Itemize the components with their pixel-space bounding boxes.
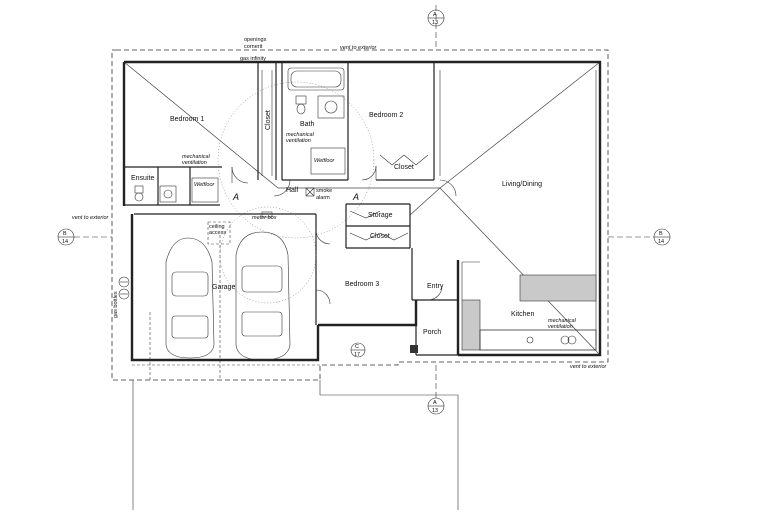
smoke-alarm-icon <box>305 187 315 197</box>
basin-icon <box>317 95 345 119</box>
room-label-living: Living/Dining <box>502 181 542 188</box>
note-gas-infinity: gas infinity <box>240 56 266 62</box>
section-marker-porch-sheet: 17 <box>354 352 360 358</box>
dimension-circles <box>217 81 375 304</box>
section-marker-right-sheet: 14 <box>658 239 664 245</box>
note-wetfloor-bath: Wetfloor <box>314 158 336 164</box>
section-marker-left: B 14 <box>57 228 112 246</box>
note-ceiling-access-1: ceiling <box>209 224 225 230</box>
porch-marker <box>410 345 418 353</box>
note-smoke-alarm-2: alarm <box>316 195 330 201</box>
gas-bottles-icon <box>118 276 130 300</box>
note-ceiling-access-2: access <box>209 230 226 236</box>
note-mech-vent-bath-1: mechanical <box>286 132 315 138</box>
driveway <box>132 380 459 510</box>
exterior-walls <box>122 60 602 362</box>
section-marker-bottom: A 13 <box>427 365 445 415</box>
ensuite-basin-icon <box>159 185 177 203</box>
note-mech-vent-ensuite-1: mechanical <box>182 154 211 160</box>
ceiling-access-icon <box>207 221 231 245</box>
note-vent-left: vent to exterior <box>72 215 110 221</box>
section-marker-left-sheet: 14 <box>62 239 68 245</box>
room-label-porch: Porch <box>423 329 441 336</box>
section-marker-top-letter: A <box>433 12 437 18</box>
room-label-kitchen: Kitchen <box>511 311 534 318</box>
car-left-icon <box>165 237 215 359</box>
room-label-bath: Bath <box>300 121 315 128</box>
room-label-closet-bed2: Closet <box>394 164 414 171</box>
note-gas-bottles: gas bottles <box>113 291 119 318</box>
note-openings-1: openings <box>244 37 267 43</box>
section-marker-porch-letter: C <box>355 344 359 350</box>
door-swings <box>231 154 457 305</box>
room-label-ensuite: Ensuite <box>131 175 154 182</box>
note-mech-vent-bath-2: ventilation <box>286 138 311 144</box>
bathtub-icon <box>287 67 345 91</box>
kitchen-bench <box>461 261 597 351</box>
section-marker-bottom-letter: A <box>433 400 437 406</box>
note-mech-vent-ensuite-2: ventilation <box>182 160 207 166</box>
car-right-icon <box>235 231 291 361</box>
section-marker-top-sheet: 13 <box>432 20 438 26</box>
meter-box-icon <box>261 211 273 218</box>
section-letter-a-right: A <box>352 192 359 202</box>
room-label-hall: Hall <box>286 187 299 194</box>
note-vent-bottom: vent to exterior <box>570 364 608 370</box>
note-mech-vent-kitchen-2: ventilation <box>548 324 573 330</box>
interior-walls <box>124 62 458 356</box>
section-marker-bottom-sheet: 13 <box>432 408 438 414</box>
section-marker-top: A 13 <box>427 5 445 50</box>
ensuite-toilet-icon <box>134 185 144 202</box>
room-label-closet-bed1: Closet <box>265 110 272 130</box>
roof-hip-lines <box>123 61 601 356</box>
closet-hatch <box>261 70 597 345</box>
section-marker-porch: C 17 <box>350 342 366 358</box>
room-label-closet-bed3: Closet <box>370 233 390 240</box>
room-label-garage: Garage <box>212 284 235 291</box>
ensuite-shower-icon <box>191 177 219 203</box>
room-label-storage: Storage <box>368 212 393 219</box>
note-vent-top: vent to exterior <box>340 45 378 51</box>
section-marker-left-letter: B <box>63 231 67 237</box>
section-marker-right: B 14 <box>608 228 671 246</box>
note-mech-vent-kitchen-1: mechanical <box>548 318 577 324</box>
room-label-entry: Entry <box>427 283 444 290</box>
note-meter-box: meter box <box>252 215 277 221</box>
section-letter-a-left: A <box>232 192 239 202</box>
room-label-bedroom2: Bedroom 2 <box>369 112 403 119</box>
room-label-bedroom1: Bedroom 1 <box>170 116 204 123</box>
note-openings-2: cornerit <box>244 44 263 50</box>
section-marker-right-letter: B <box>659 231 663 237</box>
note-smoke-alarm-1: smoke <box>316 188 332 194</box>
shower-icon <box>310 147 346 175</box>
room-label-bedroom3: Bedroom 3 <box>345 281 379 288</box>
roof-outline <box>111 49 609 381</box>
note-wetfloor-ensuite: Wetfloor <box>194 182 216 188</box>
toilet-icon <box>295 95 307 115</box>
